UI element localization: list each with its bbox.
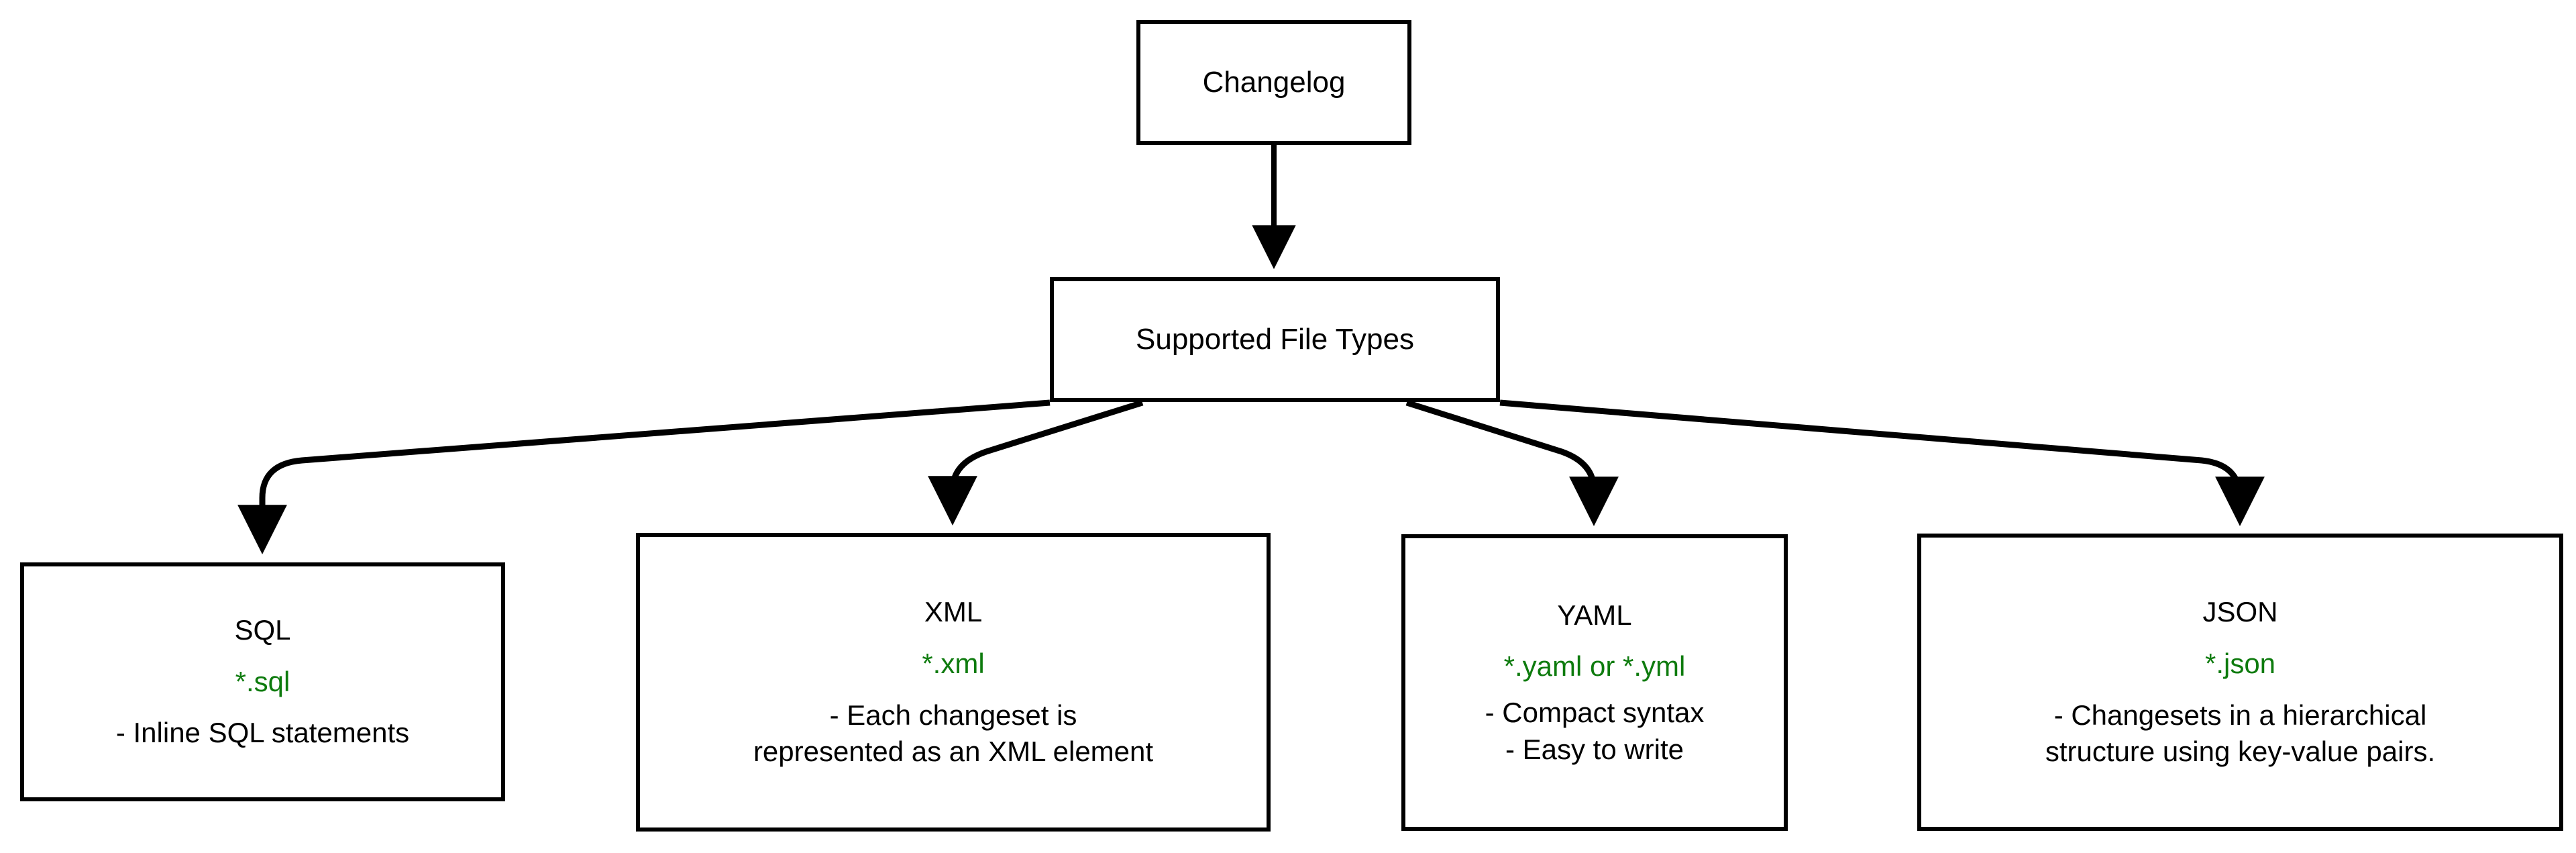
node-xml-title: XML bbox=[924, 596, 983, 628]
node-yaml-extension: *.yaml or *.yml bbox=[1503, 650, 1686, 683]
node-json-extension: *.json bbox=[2204, 647, 2276, 679]
node-json-desc-line-2: structure using key-value pairs. bbox=[2045, 736, 2436, 768]
node-json-title: JSON bbox=[2202, 596, 2278, 628]
node-changelog[interactable]: Changelog bbox=[1136, 20, 1411, 145]
node-yaml-desc-line-2: - Easy to write bbox=[1505, 733, 1684, 765]
node-sql[interactable]: SQL *.sql - Inline SQL statements bbox=[20, 562, 505, 801]
node-sql-desc-line-1: - Inline SQL statements bbox=[115, 717, 410, 749]
node-xml[interactable]: XML *.xml - Each changeset is represente… bbox=[636, 533, 1271, 832]
node-yaml-desc-line-1: - Compact syntax bbox=[1485, 697, 1705, 728]
node-xml-desc-line-2: represented as an XML element bbox=[753, 736, 1154, 768]
node-json-desc-line-1: - Changesets in a hierarchical bbox=[2053, 699, 2427, 731]
node-sql-title: SQL bbox=[234, 614, 291, 646]
node-supported-file-types[interactable]: Supported File Types bbox=[1050, 277, 1500, 402]
edge-supported-to-xml bbox=[928, 399, 1144, 526]
node-sql-extension: *.sql bbox=[235, 665, 290, 697]
edge-supported-to-sql bbox=[237, 399, 1051, 555]
edge-supported-to-json bbox=[1499, 399, 2265, 527]
node-supported-file-types-title: Supported File Types bbox=[1136, 323, 1414, 356]
node-yaml-title: YAML bbox=[1557, 599, 1632, 631]
node-yaml[interactable]: YAML *.yaml or *.yml - Compact syntax - … bbox=[1401, 534, 1788, 831]
node-changelog-title: Changelog bbox=[1202, 66, 1346, 99]
edge-supported-to-yaml bbox=[1405, 399, 1619, 527]
node-xml-extension: *.xml bbox=[922, 647, 985, 679]
node-json[interactable]: JSON *.json - Changesets in a hierarchic… bbox=[1917, 534, 2563, 831]
node-xml-desc-line-1: - Each changeset is bbox=[829, 699, 1077, 731]
